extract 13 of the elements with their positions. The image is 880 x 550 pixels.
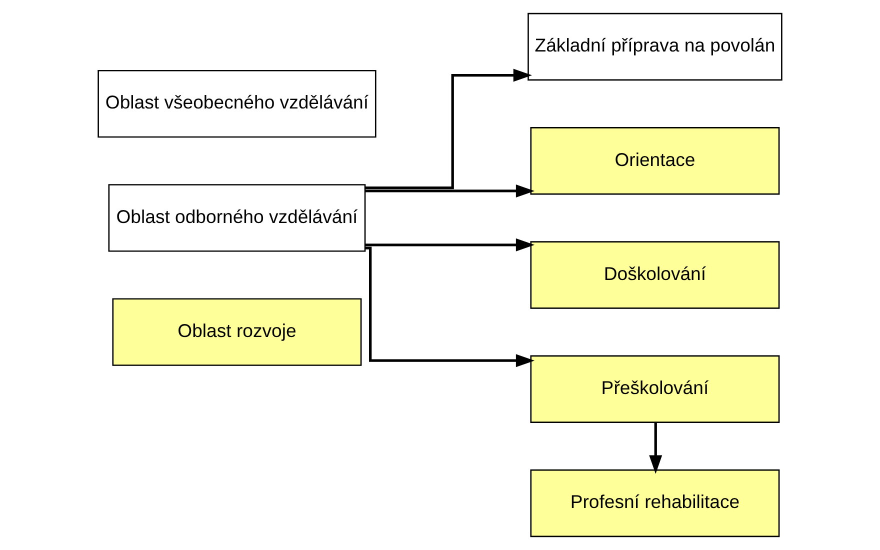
arrow: [366, 68, 532, 190]
node-box: Přeškolování: [530, 355, 780, 423]
arrow: [365, 246, 535, 368]
node-box: Profesní rehabilitace: [530, 469, 780, 538]
arrow: [649, 422, 662, 474]
node-box: Oblast všeobecného vzdělávání: [98, 70, 376, 138]
node-box: Oblast rozvoje: [112, 298, 362, 366]
node-box: Orientace: [530, 127, 780, 195]
node-box: Základní příprava na povolán: [528, 12, 782, 81]
arrow: [365, 184, 535, 198]
node-box: Doškolování: [530, 241, 780, 309]
node-box: Oblast odborného vzdělávání: [108, 184, 366, 252]
arrow: [365, 238, 535, 252]
